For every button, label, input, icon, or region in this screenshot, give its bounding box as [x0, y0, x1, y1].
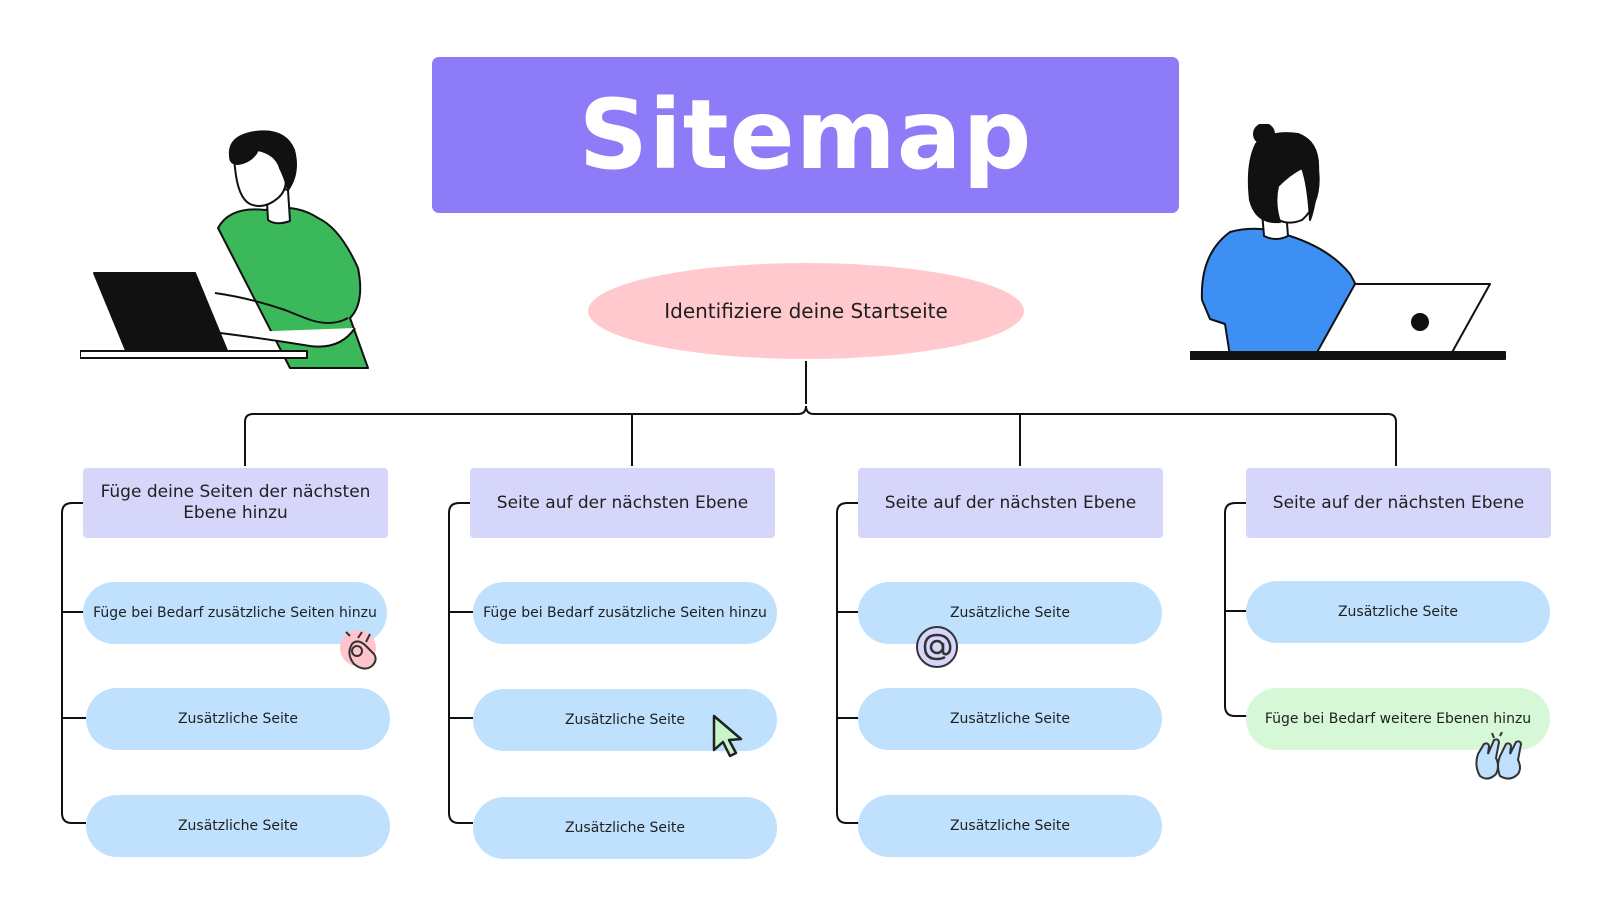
home-node[interactable]: Identifiziere deine Startseite: [588, 263, 1024, 359]
column-header-3[interactable]: Seite auf der nächsten Ebene: [858, 468, 1163, 538]
high-five-sticker-icon: [1475, 732, 1523, 780]
column-header-2-label: Seite auf der nächsten Ebene: [496, 492, 749, 513]
column-3-item-1-label: Zusätzliche Seite: [949, 605, 1071, 621]
column-1-item-3[interactable]: Zusätzliche Seite: [86, 795, 390, 857]
column-1-item-2[interactable]: Zusätzliche Seite: [86, 688, 390, 750]
column-2-item-2[interactable]: Zusätzliche Seite: [473, 689, 777, 751]
column-header-1-label: Füge deine Seiten der nächsten Ebene hin…: [100, 482, 371, 523]
column-3-item-3-label: Zusätzliche Seite: [949, 818, 1071, 834]
column-3-item-2[interactable]: Zusätzliche Seite: [858, 688, 1162, 750]
column-1-item-3-label: Zusätzliche Seite: [177, 818, 299, 834]
column-1-item-1-label: Füge bei Bedarf zusätzliche Seiten hinzu: [93, 605, 377, 621]
column-2-item-2-label: Zusätzliche Seite: [564, 712, 686, 728]
column-1-item-2-label: Zusätzliche Seite: [177, 711, 299, 727]
column-header-3-label: Seite auf der nächsten Ebene: [884, 492, 1137, 513]
column-4-item-1[interactable]: Zusätzliche Seite: [1246, 581, 1550, 643]
home-node-label: Identifiziere deine Startseite: [664, 299, 948, 323]
column-4-item-1-label: Zusätzliche Seite: [1337, 604, 1459, 620]
column-2-item-3[interactable]: Zusätzliche Seite: [473, 797, 777, 859]
column-3-item-1[interactable]: Zusätzliche Seite: [858, 582, 1162, 644]
column-2-item-1-label: Füge bei Bedarf zusätzliche Seiten hinzu: [483, 605, 767, 621]
title-banner: Sitemap: [432, 57, 1179, 213]
column-4-item-2-label: Füge bei Bedarf weitere Ebenen hinzu: [1264, 711, 1532, 727]
column-header-4-label: Seite auf der nächsten Ebene: [1272, 492, 1525, 513]
column-header-2[interactable]: Seite auf der nächsten Ebene: [470, 468, 775, 538]
man-with-laptop-illustration: [80, 130, 369, 369]
woman-with-laptop-illustration: [1190, 124, 1506, 360]
column-header-1[interactable]: Füge deine Seiten der nächsten Ebene hin…: [83, 468, 388, 538]
ok-hand-sticker-icon: [340, 630, 377, 670]
column-header-4[interactable]: Seite auf der nächsten Ebene: [1246, 468, 1551, 538]
page-title: Sitemap: [578, 79, 1033, 191]
column-2-item-1[interactable]: Füge bei Bedarf zusätzliche Seiten hinzu: [473, 582, 777, 644]
column-3-item-3[interactable]: Zusätzliche Seite: [858, 795, 1162, 857]
column-2-item-3-label: Zusätzliche Seite: [564, 820, 686, 836]
column-4-item-2[interactable]: Füge bei Bedarf weitere Ebenen hinzu: [1246, 688, 1550, 750]
cursor-arrow-sticker-icon: [712, 714, 743, 758]
column-3-item-2-label: Zusätzliche Seite: [949, 711, 1071, 727]
column-1-item-1[interactable]: Füge bei Bedarf zusätzliche Seiten hinzu: [83, 582, 387, 644]
at-sign-sticker-icon: [916, 626, 958, 668]
